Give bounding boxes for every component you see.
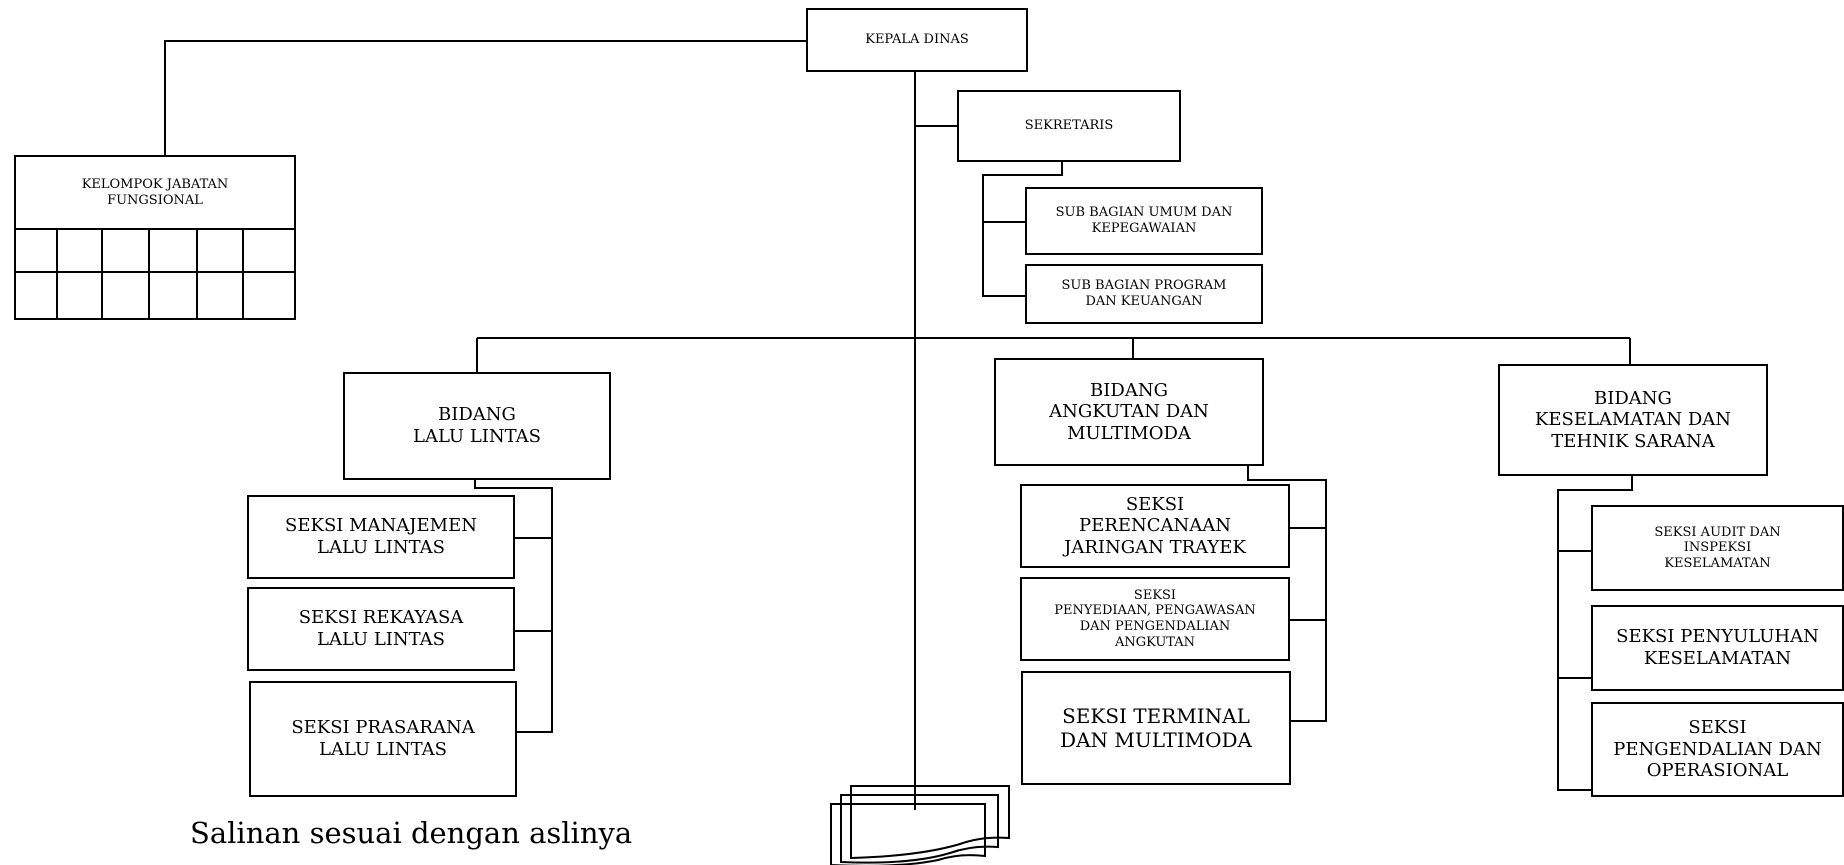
sub-bagian-umum-box: SUB BAGIAN UMUM DAN KEPEGAWAIAN	[1025, 187, 1263, 255]
bidang-keselamatan-box: BIDANG KESELAMATAN DAN TEHNIK SARANA	[1498, 364, 1768, 476]
seksi-terminal-box: SEKSI TERMINAL DAN MULTIMODA	[1021, 671, 1291, 785]
seksi-rekayasa-box: SEKSI REKAYASA LALU LINTAS	[247, 587, 515, 671]
kelompok-jabatan-grid	[14, 228, 296, 320]
seksi-penyuluhan-box: SEKSI PENYULUHAN KESELAMATAN	[1591, 605, 1844, 691]
kelompok-jabatan-box: KELOMPOK JABATAN FUNGSIONAL	[14, 155, 296, 230]
sekretaris-box: SEKRETARIS	[957, 90, 1181, 162]
bidang-lalu-lintas-box: BIDANG LALU LINTAS	[343, 372, 611, 480]
kepala-dinas-box: KEPALA DINAS	[806, 8, 1028, 72]
seksi-manajemen-box: SEKSI MANAJEMEN LALU LINTAS	[247, 495, 515, 579]
seksi-perencanaan-box: SEKSI PERENCANAAN JARINGAN TRAYEK	[1020, 484, 1290, 568]
seksi-prasarana-box: SEKSI PRASARANA LALU LINTAS	[249, 681, 517, 797]
salinan-caption: Salinan sesuai dengan aslinya	[190, 816, 633, 850]
seksi-pengendalian-box: SEKSI PENGENDALIAN DAN OPERASIONAL	[1591, 702, 1844, 797]
sub-bagian-program-box: SUB BAGIAN PROGRAM DAN KEUANGAN	[1025, 264, 1263, 324]
bidang-angkutan-box: BIDANG ANGKUTAN DAN MULTIMODA	[994, 358, 1264, 466]
document-stack-icon	[830, 785, 1010, 865]
seksi-audit-box: SEKSI AUDIT DAN INSPEKSI KESELAMATAN	[1591, 505, 1844, 591]
seksi-penyediaan-box: SEKSI PENYEDIAAN, PENGAWASAN DAN PENGEND…	[1020, 577, 1290, 661]
